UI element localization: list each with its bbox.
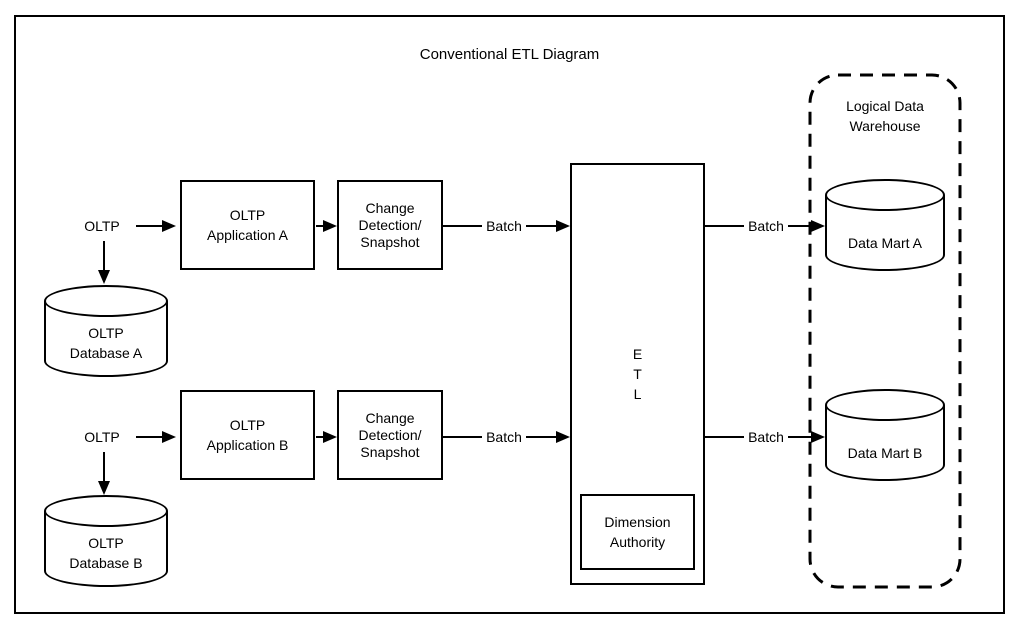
oltp-database-b-node: OLTP Database B xyxy=(44,495,168,587)
dimension-authority-label: Dimension Authority xyxy=(604,514,671,550)
data-mart-b-label: Data Mart B xyxy=(847,445,923,461)
oltp-application-a-label: OLTP Application A xyxy=(207,207,288,243)
data-mart-b-cylinder-top xyxy=(825,389,945,421)
batch-out-a-label: Batch xyxy=(744,218,788,234)
arrow-oltp-a-to-database-a-line xyxy=(103,241,105,271)
oltp-application-b-label: OLTP Application B xyxy=(206,417,289,453)
batch-in-b-label: Batch xyxy=(482,429,526,445)
batch-in-b-arrowhead-icon xyxy=(556,431,570,443)
oltp-source-a-label: OLTP xyxy=(84,218,120,234)
arrow-application-b-to-change-b-line xyxy=(316,436,324,438)
arrow-oltp-a-to-database-a-arrowhead-icon xyxy=(98,270,110,284)
arrow-application-a-to-change-a-arrowhead-icon xyxy=(323,220,337,232)
data-mart-a-label: Data Mart A xyxy=(848,235,922,251)
oltp-database-b-label: OLTP Database B xyxy=(69,535,143,571)
arrow-oltp-b-to-database-b-line xyxy=(103,452,105,482)
arrow-application-a-to-change-a-line xyxy=(316,225,324,227)
batch-out-b-label: Batch xyxy=(744,429,788,445)
batch-out-b-arrowhead-icon xyxy=(811,431,825,443)
batch-out-a-arrowhead-icon xyxy=(811,220,825,232)
etl-label: E T L xyxy=(632,346,643,402)
diagram-border xyxy=(14,15,1005,614)
oltp-database-a-label: OLTP Database A xyxy=(69,325,143,361)
change-detection-a-node: Change Detection/ Snapshot xyxy=(337,180,443,270)
arrow-oltp-to-application-b-line xyxy=(136,436,162,438)
batch-in-a-arrowhead-icon xyxy=(556,220,570,232)
oltp-database-a-cylinder-top xyxy=(44,285,168,317)
logical-data-warehouse-title: Logical Data Warehouse xyxy=(846,98,924,134)
data-mart-b-node: Data Mart B xyxy=(825,389,945,481)
diagram-title: Conventional ETL Diagram xyxy=(419,46,600,63)
dimension-authority-node: Dimension Authority xyxy=(580,494,695,570)
change-detection-b-node: Change Detection/ Snapshot xyxy=(337,390,443,480)
arrow-oltp-b-to-database-b-arrowhead-icon xyxy=(98,481,110,495)
data-mart-a-cylinder-top xyxy=(825,179,945,211)
arrow-oltp-to-application-b-arrowhead-icon xyxy=(162,431,176,443)
oltp-database-b-cylinder-top xyxy=(44,495,168,527)
oltp-database-a-node: OLTP Database A xyxy=(44,285,168,377)
arrow-oltp-to-application-a-line xyxy=(136,225,162,227)
oltp-application-b-node: OLTP Application B xyxy=(180,390,315,480)
batch-in-a-label: Batch xyxy=(482,218,526,234)
change-detection-a-label: Change Detection/ Snapshot xyxy=(358,199,422,250)
logical-data-warehouse-container xyxy=(808,73,962,589)
data-mart-a-node: Data Mart A xyxy=(825,179,945,271)
change-detection-b-label: Change Detection/ Snapshot xyxy=(358,409,422,460)
oltp-source-b-label: OLTP xyxy=(84,429,120,445)
arrow-application-b-to-change-b-arrowhead-icon xyxy=(323,431,337,443)
arrow-oltp-to-application-a-arrowhead-icon xyxy=(162,220,176,232)
oltp-application-a-node: OLTP Application A xyxy=(180,180,315,270)
